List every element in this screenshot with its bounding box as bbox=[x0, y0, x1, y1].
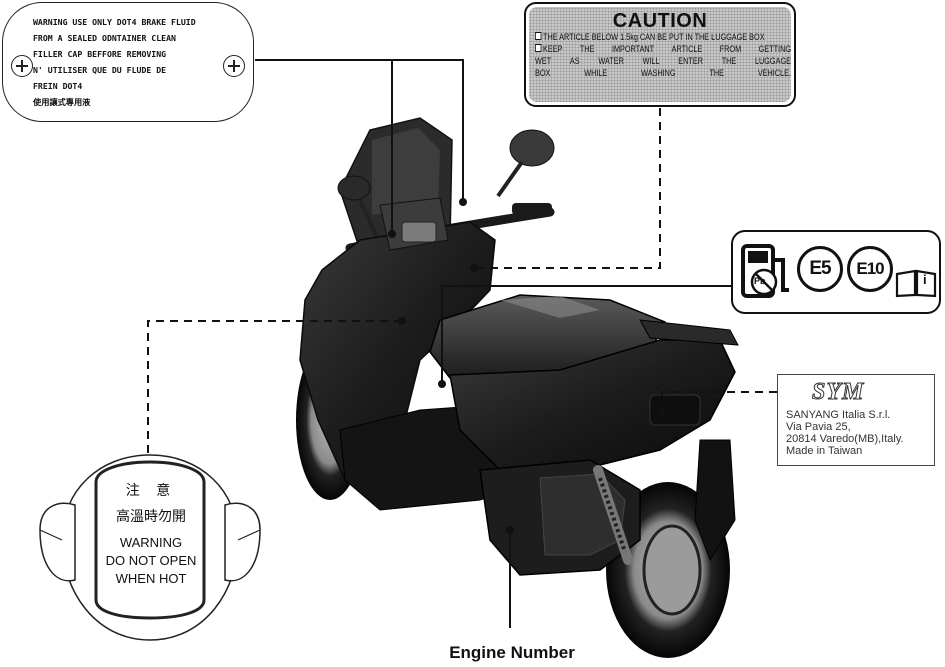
leader-warning-cap bbox=[147, 320, 402, 455]
fuel-pump-icon bbox=[741, 244, 789, 298]
cap-chinese-bottom: 高溫時勿開 bbox=[116, 509, 186, 525]
brake-fluid-line: WARNING USE ONLY DOT4 BRAKE FLUID bbox=[33, 17, 196, 27]
leader-lines bbox=[147, 59, 777, 628]
caution-word: AS bbox=[569, 56, 580, 66]
caution-word: THE bbox=[721, 56, 737, 66]
caution-line-4: BOX WHILE WASHING THE VEHICLE. bbox=[535, 67, 791, 79]
checkbox-icon bbox=[535, 32, 542, 40]
caution-word: WILL bbox=[642, 56, 660, 66]
caution-word: ENTER bbox=[678, 56, 703, 66]
caution-word: FROM bbox=[719, 44, 742, 54]
e10-badge: E10 bbox=[847, 246, 893, 292]
brake-fluid-line: 使用讓式專用液 bbox=[33, 97, 91, 107]
caution-line-2: KEEP THE IMPORTANT ARTICLE FROM GETTING bbox=[535, 43, 791, 55]
caution-word: WATER bbox=[598, 56, 624, 66]
e5-badge: E5 bbox=[797, 246, 843, 292]
brake-fluid-line: FREIN DOT4 bbox=[33, 81, 83, 91]
right-mirror bbox=[509, 129, 555, 167]
brake-fluid-line: FROM A SEALED ODNTAINER CLEAN bbox=[33, 33, 176, 43]
address-line: Via Pavia 25, bbox=[786, 421, 851, 433]
cap-english-line: WHEN HOT bbox=[115, 571, 187, 586]
caution-word: LUGGAGE bbox=[754, 56, 791, 66]
cap-chinese-top: 注 意 bbox=[125, 483, 177, 499]
sym-logo: SYM bbox=[811, 379, 865, 406]
address-line: Made in Taiwan bbox=[786, 445, 863, 457]
caution-word: KEEP bbox=[535, 43, 562, 55]
leader-fuel bbox=[441, 285, 731, 384]
fuel-label: Pb E5 E10 i bbox=[731, 230, 941, 314]
caution-word: WASHING bbox=[641, 68, 676, 78]
caution-word: VEHICLE. bbox=[757, 68, 791, 78]
left-mirror bbox=[337, 175, 371, 201]
brake-fluid-label: WARNING USE ONLY DOT4 BRAKE FLUID FROM A… bbox=[2, 2, 254, 122]
cap-english-line: WARNING bbox=[119, 535, 183, 550]
caution-line-1: THE ARTICLE BELOW 1.5kg CAN BE PUT IN TH… bbox=[535, 31, 791, 43]
caution-word: BOX bbox=[535, 68, 551, 78]
manufacturer-label: SYM SANYANG Italia S.r.l. Via Pavia 25, … bbox=[777, 374, 935, 466]
checkbox-icon bbox=[535, 44, 542, 52]
address-line: 20814 Varedo(MB),Italy. bbox=[786, 433, 904, 445]
warning-cap-drawing bbox=[39, 454, 261, 641]
caution-line-3: WET AS WATER WILL ENTER THE LUGGAGE bbox=[535, 55, 791, 67]
leader-caution bbox=[474, 108, 661, 269]
caution-title: CAUTION bbox=[612, 10, 708, 32]
caution-word: IMPORTANT bbox=[611, 44, 655, 54]
engine-number-caption: Engine Number bbox=[449, 643, 575, 662]
caution-word: GETTING bbox=[758, 44, 791, 54]
caution-label: CAUTION THE ARTICLE BELOW 1.5kg CAN BE P… bbox=[524, 2, 796, 107]
info-mark: i bbox=[923, 272, 927, 287]
screw-icon bbox=[11, 55, 33, 77]
leader-brake-fluid-right bbox=[255, 59, 464, 202]
screw-icon bbox=[223, 55, 245, 77]
manufacturer-address: SANYANG Italia S.r.l. Via Pavia 25, 2081… bbox=[786, 409, 904, 457]
scooter-illustration bbox=[296, 117, 739, 658]
brake-fluid-line: N' UTILISER QUE DU FLUDE DE bbox=[33, 65, 167, 75]
caution-word: THE bbox=[579, 44, 595, 54]
caution-word: WHILE bbox=[584, 68, 608, 78]
warning-cap-text: 注 意 高溫時勿開 WARNING DO NOT OPEN WHEN HOT bbox=[98, 480, 204, 588]
rear-body bbox=[449, 339, 736, 471]
caution-word: WET bbox=[535, 56, 552, 66]
brake-fluid-line: FILLER CAP BEFFORE REMOVING bbox=[33, 49, 167, 59]
caution-word: ARTICLE bbox=[671, 44, 703, 54]
manual-book-icon bbox=[895, 269, 937, 298]
leader-sym-label bbox=[661, 391, 777, 412]
lead-icon: Pb bbox=[754, 276, 766, 286]
cap-english-line: DO NOT OPEN bbox=[105, 553, 197, 568]
address-line: SANYANG Italia S.r.l. bbox=[786, 409, 891, 421]
caution-word: THE bbox=[709, 68, 724, 78]
brake-fluid-text: WARNING USE ONLY DOT4 BRAKE FLUID FROM A… bbox=[33, 14, 196, 110]
